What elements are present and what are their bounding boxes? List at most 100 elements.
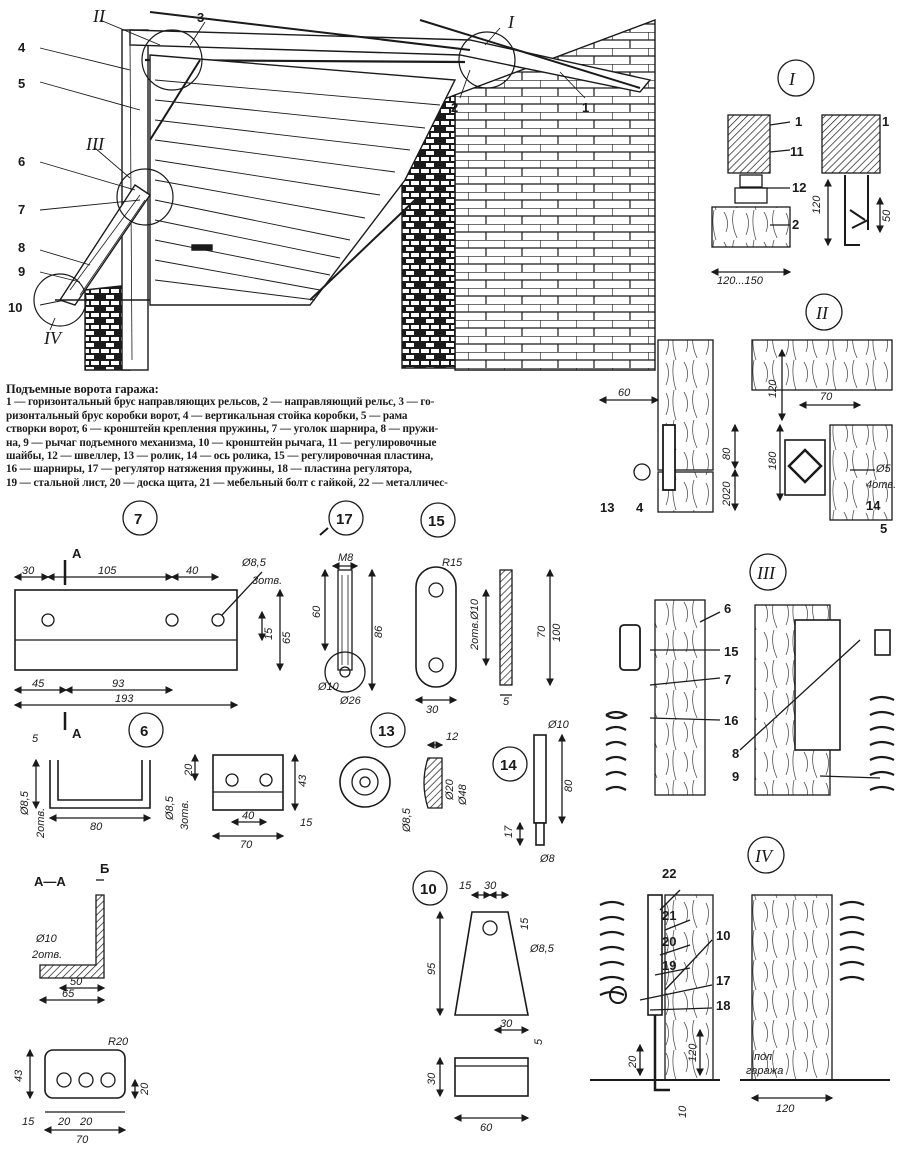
- svg-text:193: 193: [115, 693, 134, 705]
- svg-text:80: 80: [90, 821, 103, 833]
- svg-text:13: 13: [600, 500, 614, 515]
- svg-text:20: 20: [139, 1082, 151, 1096]
- svg-text:18: 18: [716, 998, 730, 1013]
- part-17-text: М8 60 86 Ø10 Ø26: [311, 552, 385, 707]
- detail-II-text: 13 4 14 5 60 80 2020 120 70 180 Ø5 4отв.: [600, 379, 896, 536]
- svg-text:гаража: гаража: [746, 1065, 783, 1077]
- svg-text:120: 120: [811, 195, 823, 214]
- svg-text:Ø10: Ø10: [35, 933, 58, 945]
- svg-text:15: 15: [22, 1116, 35, 1128]
- svg-text:16: 16: [724, 713, 738, 728]
- svg-text:Ø5: Ø5: [875, 463, 892, 475]
- svg-text:65: 65: [62, 988, 75, 1000]
- part-7: 7: [13, 500, 284, 730]
- svg-text:70: 70: [536, 625, 548, 638]
- caption-line: шайбы, 12 — швеллер, 13 — ролик, 14 — ос…: [6, 450, 434, 463]
- svg-text:30: 30: [500, 1018, 513, 1030]
- part-17: 17: [319, 500, 376, 693]
- svg-text:14: 14: [866, 498, 881, 513]
- svg-text:120...150: 120...150: [717, 275, 764, 287]
- callout-8: 8: [18, 240, 25, 255]
- svg-text:12: 12: [446, 731, 458, 743]
- svg-text:43: 43: [297, 774, 309, 787]
- detail-I-text: 1 11 12 2 1 120...150 120 50: [717, 114, 893, 287]
- caption-line: створки ворот, 6 — кронштейн крепления п…: [6, 423, 439, 436]
- svg-text:15: 15: [459, 880, 472, 892]
- svg-text:12: 12: [792, 180, 806, 195]
- svg-text:20: 20: [183, 763, 195, 777]
- svg-text:100: 100: [551, 623, 563, 642]
- svg-text:IV: IV: [754, 846, 774, 866]
- svg-text:70: 70: [240, 839, 253, 851]
- part-13-text: 12 Ø20 Ø48 Ø8,5: [401, 731, 469, 833]
- svg-text:R20: R20: [108, 1036, 129, 1048]
- svg-text:7: 7: [724, 672, 731, 687]
- svg-text:20: 20: [627, 1055, 639, 1069]
- svg-text:Ø10: Ø10: [547, 719, 570, 731]
- svg-text:15: 15: [263, 627, 275, 640]
- svg-text:20: 20: [79, 1116, 93, 1128]
- svg-text:1: 1: [795, 114, 802, 129]
- svg-text:120: 120: [687, 1043, 699, 1062]
- svg-text:14: 14: [500, 757, 517, 774]
- caption-line: 16 — шарниры, 17 — регулятор натяжения п…: [6, 463, 412, 476]
- part-10: 10: [412, 870, 530, 1122]
- detail-IV: IV: [590, 836, 890, 1102]
- svg-text:5: 5: [533, 1038, 545, 1045]
- svg-text:А: А: [72, 546, 82, 561]
- svg-text:6: 6: [724, 601, 731, 616]
- svg-text:R15: R15: [442, 557, 463, 569]
- svg-text:20: 20: [57, 1116, 71, 1128]
- caption-line: на, 9 — рычаг подъемного механизма, 10 —…: [6, 436, 437, 449]
- detail-III-text: 6 15 7 16 8 9: [724, 601, 739, 784]
- svg-text:15: 15: [519, 917, 531, 930]
- svg-text:1: 1: [882, 114, 889, 129]
- svg-text:60: 60: [311, 605, 323, 618]
- part-14: 14: [492, 733, 566, 847]
- svg-text:180: 180: [767, 451, 779, 470]
- svg-text:50: 50: [881, 209, 893, 222]
- svg-text:5: 5: [503, 696, 510, 708]
- svg-text:13: 13: [378, 723, 395, 740]
- svg-text:2: 2: [792, 217, 799, 232]
- section-AA-text: А—А Б Ø10 2отв. 50 65 R20 43 20 15 20 20…: [13, 861, 151, 1146]
- svg-text:II: II: [815, 303, 829, 323]
- part-14-text: Ø10 80 17 Ø8: [503, 719, 575, 865]
- svg-text:70: 70: [820, 391, 833, 403]
- svg-text:Ø10: Ø10: [317, 681, 340, 693]
- svg-text:15: 15: [300, 817, 313, 829]
- main-callouts: 1 2 3 4 5 6 7 8 9 10 II I III IV: [8, 6, 589, 348]
- caption-title: Подъемные ворота гаража:: [6, 382, 159, 396]
- svg-text:45: 45: [32, 678, 45, 690]
- svg-text:А—А: А—А: [34, 874, 66, 889]
- svg-text:III: III: [756, 563, 776, 583]
- svg-text:21: 21: [662, 908, 676, 923]
- part-15-text: R15 2отв.Ø10 70 100 30 5: [426, 557, 563, 716]
- callout-3: 3: [197, 10, 204, 25]
- callout-7: 7: [18, 202, 25, 217]
- svg-text:10: 10: [677, 1105, 689, 1118]
- caption-line: ризонтальный брус коробки ворот, 4 — вер…: [6, 409, 408, 422]
- svg-text:120: 120: [776, 1103, 795, 1115]
- svg-text:40: 40: [186, 565, 199, 577]
- svg-text:5: 5: [880, 521, 887, 536]
- svg-text:11: 11: [790, 144, 804, 159]
- svg-text:30: 30: [484, 880, 497, 892]
- svg-text:50: 50: [70, 976, 83, 988]
- svg-text:3отв.: 3отв.: [179, 800, 191, 830]
- svg-text:М8: М8: [338, 552, 354, 564]
- svg-text:86: 86: [373, 625, 385, 638]
- svg-text:Ø48: Ø48: [457, 783, 469, 806]
- detail-III: III: [605, 553, 895, 796]
- roman-iii-main: III: [85, 134, 105, 154]
- svg-text:7: 7: [134, 511, 142, 528]
- svg-text:120: 120: [767, 379, 779, 398]
- detail-IV-text: 22 21 20 19 10 17 18 20 120 10 120 пол г…: [627, 866, 795, 1118]
- svg-text:43: 43: [13, 1069, 25, 1082]
- svg-text:17: 17: [716, 973, 730, 988]
- svg-text:8: 8: [732, 746, 739, 761]
- svg-text:3отв.: 3отв.: [252, 575, 282, 587]
- svg-text:10: 10: [716, 928, 730, 943]
- svg-text:95: 95: [426, 962, 438, 975]
- svg-text:Ø8,5: Ø8,5: [529, 943, 555, 955]
